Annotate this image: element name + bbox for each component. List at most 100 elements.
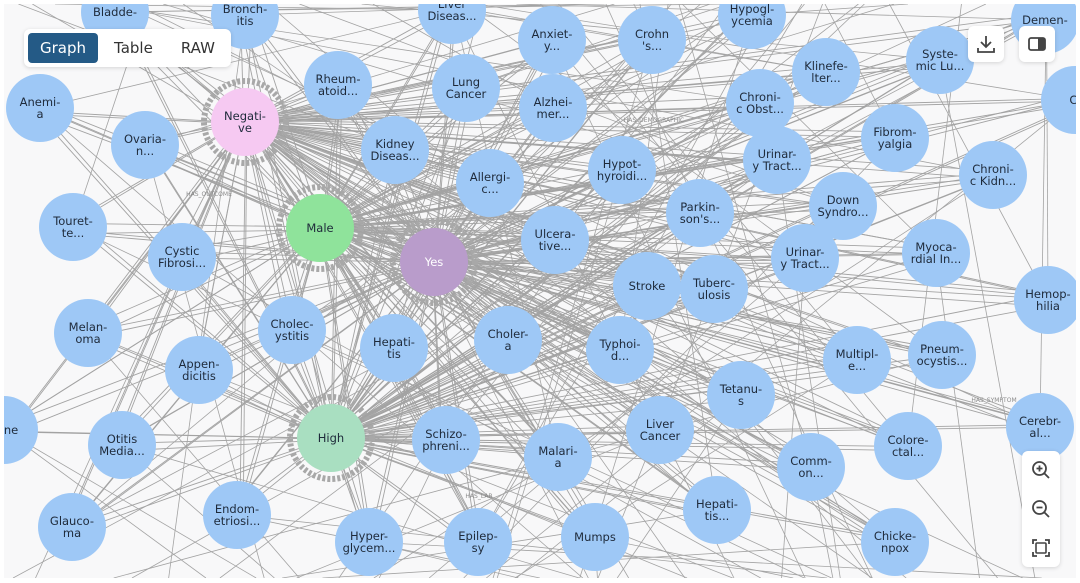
relationship-edge[interactable] bbox=[434, 262, 598, 541]
graph-node[interactable]: Klinefe-lter... bbox=[792, 38, 860, 106]
relationship-edge[interactable] bbox=[244, 39, 552, 123]
graph-node[interactable]: Rheum-atoid... bbox=[304, 51, 372, 119]
graph-node[interactable]: Syste-mic Lu... bbox=[906, 26, 974, 94]
node-circle[interactable] bbox=[39, 193, 107, 261]
node-circle[interactable] bbox=[771, 224, 839, 292]
relationship-edge[interactable] bbox=[319, 6, 452, 228]
relationship-edge[interactable] bbox=[114, 227, 319, 444]
relationship-edge[interactable] bbox=[243, 122, 937, 358]
node-circle[interactable] bbox=[902, 219, 970, 287]
relationship-edge[interactable] bbox=[433, 200, 842, 261]
relationship-edge[interactable] bbox=[114, 4, 605, 13]
node-circle[interactable] bbox=[861, 104, 929, 172]
node-circle[interactable] bbox=[823, 326, 891, 394]
relationship-edge[interactable] bbox=[329, 6, 448, 437]
graph-node[interactable]: Negati-ve bbox=[211, 88, 279, 156]
relationship-edge[interactable] bbox=[935, 252, 980, 578]
node-circle[interactable] bbox=[959, 141, 1027, 209]
graph-node[interactable]: Allergi-c... bbox=[456, 149, 524, 217]
relationship-edge[interactable] bbox=[245, 123, 945, 362]
relationship-edge[interactable] bbox=[331, 437, 598, 539]
relationship-edge[interactable] bbox=[431, 262, 712, 512]
node-circle[interactable] bbox=[432, 54, 500, 122]
relationship-edge[interactable] bbox=[321, 226, 484, 539]
relationship-edge[interactable] bbox=[242, 121, 248, 513]
graph-svg[interactable]: HAS_OUTCOMEHAS_DEMOGRAPHICHAS_SYMPTOMHAS… bbox=[4, 4, 1076, 578]
relationship-edge[interactable] bbox=[330, 346, 619, 438]
graph-node[interactable]: KidneyDiseas... bbox=[361, 116, 429, 184]
relationship-edge[interactable] bbox=[317, 229, 805, 473]
relationship-edge[interactable] bbox=[659, 429, 873, 578]
graph-node[interactable]: Mumps bbox=[561, 503, 629, 571]
relationship-edge[interactable] bbox=[74, 438, 333, 533]
graph-node[interactable]: Hepati-tis... bbox=[683, 476, 751, 544]
tab-raw[interactable]: RAW bbox=[180, 39, 215, 57]
relationship-edge[interactable] bbox=[330, 438, 715, 515]
graph-node[interactable]: Cholec-ystitis bbox=[258, 296, 326, 364]
node-circle[interactable] bbox=[906, 26, 974, 94]
relationship-edge[interactable] bbox=[432, 253, 931, 263]
relationship-edge[interactable] bbox=[8, 123, 247, 436]
graph-node[interactable]: Ci bbox=[1041, 66, 1076, 134]
relationship-edge[interactable] bbox=[320, 228, 721, 515]
node-circle[interactable] bbox=[707, 361, 775, 429]
node-circle[interactable] bbox=[418, 4, 486, 44]
relationship-edge[interactable] bbox=[435, 260, 1045, 425]
relationship-edge[interactable] bbox=[243, 98, 1070, 122]
relationship-edge[interactable] bbox=[86, 229, 320, 340]
relationship-edge[interactable] bbox=[371, 263, 436, 549]
relationship-edge[interactable] bbox=[67, 263, 434, 534]
node-circle[interactable] bbox=[38, 493, 106, 561]
graph-node[interactable]: Glauco-ma bbox=[38, 493, 106, 561]
graph-node[interactable]: Myoca-rdial In... bbox=[902, 219, 970, 287]
graph-node[interactable]: Urinar-y Tract... bbox=[743, 126, 811, 194]
relationship-edge[interactable] bbox=[433, 259, 803, 264]
node-circle[interactable] bbox=[874, 412, 942, 480]
node-circle[interactable] bbox=[304, 51, 372, 119]
node-circle[interactable] bbox=[211, 88, 279, 156]
node-circle[interactable] bbox=[521, 206, 589, 274]
graph-node[interactable]: Comm-on... bbox=[777, 433, 845, 501]
relationship-edge[interactable] bbox=[435, 262, 915, 451]
relationship-edge[interactable] bbox=[243, 120, 616, 168]
graph-node[interactable]: LiverDiseas... bbox=[418, 4, 486, 44]
download-button[interactable] bbox=[968, 26, 1004, 62]
relationship-edge[interactable] bbox=[554, 4, 727, 241]
relationship-edge[interactable] bbox=[245, 119, 912, 441]
relationship-edge[interactable] bbox=[239, 228, 322, 519]
relationship-edge[interactable] bbox=[616, 394, 742, 578]
node-circle[interactable] bbox=[613, 252, 681, 320]
graph-node[interactable]: Hypot-hyroidi... bbox=[588, 136, 656, 204]
tab-table[interactable]: Table bbox=[114, 39, 153, 57]
relationship-edge[interactable] bbox=[318, 227, 738, 395]
node-circle[interactable] bbox=[444, 508, 512, 576]
node-circle[interactable] bbox=[561, 503, 629, 571]
graph-node[interactable]: Tuberc-ulosis bbox=[680, 255, 748, 323]
node-circle[interactable] bbox=[54, 299, 122, 367]
relationship-edge[interactable] bbox=[939, 59, 1036, 578]
relationship-edge[interactable] bbox=[7, 431, 333, 440]
relationship-edge[interactable] bbox=[328, 438, 711, 516]
relationship-edge[interactable] bbox=[507, 339, 1023, 578]
tab-graph[interactable]: Graph bbox=[28, 33, 99, 63]
graph-node[interactable]: Chroni-c Obst... bbox=[726, 69, 794, 137]
relationship-edge[interactable] bbox=[319, 227, 370, 541]
node-circle[interactable] bbox=[165, 336, 233, 404]
graph-node[interactable]: Ovaria-n... bbox=[111, 111, 179, 179]
graph-node[interactable]: Pneum-ocystis... bbox=[908, 321, 976, 389]
graph-node[interactable]: Male bbox=[286, 194, 354, 262]
relationship-edge[interactable] bbox=[6, 259, 435, 425]
node-circle[interactable] bbox=[258, 296, 326, 364]
node-circle[interactable] bbox=[861, 508, 929, 576]
graph-node[interactable]: Ulcera-tive... bbox=[521, 206, 589, 274]
relationship-edge[interactable] bbox=[330, 425, 658, 438]
node-circle[interactable] bbox=[809, 172, 877, 240]
relationship-edge[interactable] bbox=[178, 256, 331, 439]
node-circle[interactable] bbox=[361, 116, 429, 184]
node-circle[interactable] bbox=[726, 69, 794, 137]
relationship-edge[interactable] bbox=[332, 245, 562, 440]
graph-node[interactable]: Hepati-tis bbox=[360, 314, 428, 382]
